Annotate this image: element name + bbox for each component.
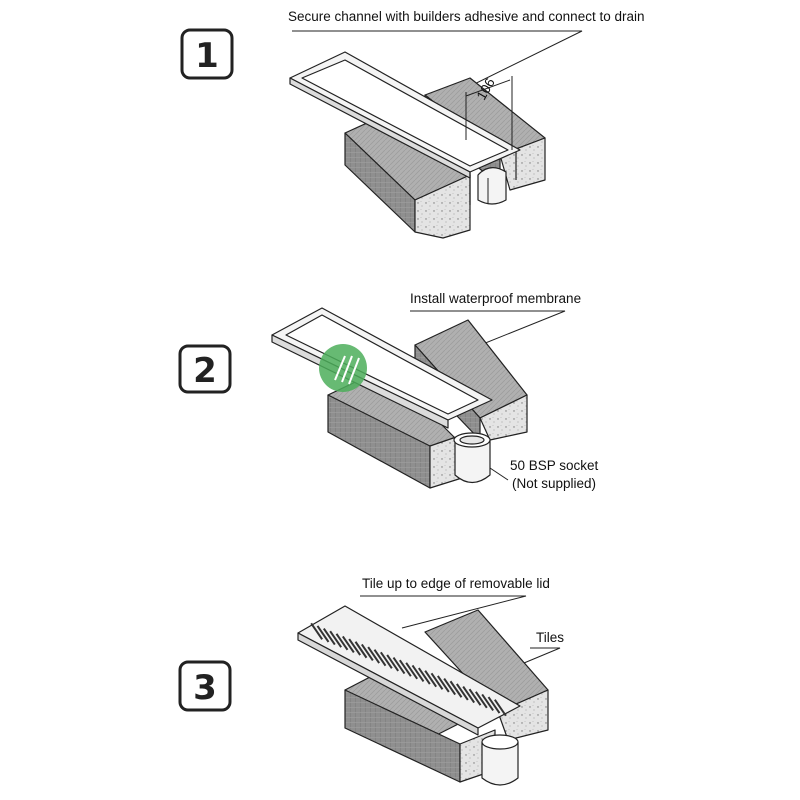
step-1-caption: Secure channel with builders adhesive an… bbox=[288, 9, 644, 24]
grate-slot bbox=[373, 649, 387, 667]
step-1-drain-pipe bbox=[477, 167, 507, 205]
grate-slot bbox=[475, 691, 488, 709]
grate-slot bbox=[399, 659, 412, 677]
step-3-number: 3 bbox=[193, 668, 217, 708]
step-2-watermark bbox=[319, 344, 367, 392]
step-2-socket-label-line2: (Not supplied) bbox=[512, 476, 596, 491]
grate-slot bbox=[354, 641, 368, 659]
grate-slot bbox=[335, 633, 349, 651]
step-3: 3 Tile up to edge of removable lid Tiles bbox=[178, 576, 564, 786]
step-3-channel-with-grate bbox=[297, 605, 521, 736]
step-3-tiles-label: Tiles bbox=[536, 630, 564, 645]
grate-slot bbox=[392, 656, 406, 675]
step-2-socket-leader bbox=[489, 467, 509, 481]
step-2-caption: Install waterproof membrane bbox=[410, 291, 581, 306]
step-3-removable-lid-grate bbox=[310, 622, 507, 717]
grate-slot bbox=[456, 683, 469, 701]
step-2-leader-line bbox=[410, 310, 566, 351]
grate-slot bbox=[380, 651, 393, 669]
step-3-leader-line bbox=[360, 595, 527, 629]
grate-slot bbox=[430, 672, 444, 690]
step-2-bsp-socket bbox=[453, 432, 491, 484]
grate-slot bbox=[443, 678, 456, 696]
step-1-number-box: 1 bbox=[180, 28, 234, 80]
grate-slot bbox=[424, 670, 437, 688]
step-1: 1 Secure channel with builders adhesive … bbox=[180, 9, 644, 239]
step-1-number: 1 bbox=[195, 36, 219, 76]
step-3-tiles-leader bbox=[511, 647, 561, 669]
grate-slot bbox=[329, 630, 342, 648]
grate-slot bbox=[418, 667, 431, 685]
grate-slot bbox=[367, 646, 380, 664]
grate-slot bbox=[310, 622, 323, 640]
grate-slot bbox=[411, 664, 425, 683]
step-2: 2 Install waterproof membrane bbox=[178, 291, 599, 491]
grate-slot bbox=[361, 643, 374, 661]
grate-slot bbox=[462, 685, 475, 704]
grate-slot bbox=[487, 696, 501, 714]
grate-slot bbox=[323, 628, 336, 646]
grate-slot bbox=[342, 635, 355, 654]
grate-slot bbox=[449, 680, 463, 698]
step-2-number: 2 bbox=[193, 351, 217, 391]
grate-slot bbox=[468, 688, 482, 706]
step-3-number-box: 3 bbox=[178, 660, 232, 712]
grate-slot bbox=[481, 693, 494, 711]
grate-slot bbox=[386, 654, 399, 672]
step-2-number-box: 2 bbox=[178, 344, 232, 394]
grate-slot bbox=[316, 625, 330, 643]
grate-slot bbox=[348, 638, 361, 656]
grate-slot bbox=[494, 699, 507, 717]
step-1-leader-line bbox=[292, 30, 583, 102]
step-2-socket-label-line1: 50 BSP socket bbox=[510, 458, 599, 473]
step-3-caption: Tile up to edge of removable lid bbox=[362, 576, 550, 591]
step-1-channel bbox=[289, 51, 521, 205]
step-3-socket bbox=[481, 734, 519, 786]
grate-slot bbox=[437, 675, 450, 693]
grate-slot bbox=[405, 662, 418, 680]
